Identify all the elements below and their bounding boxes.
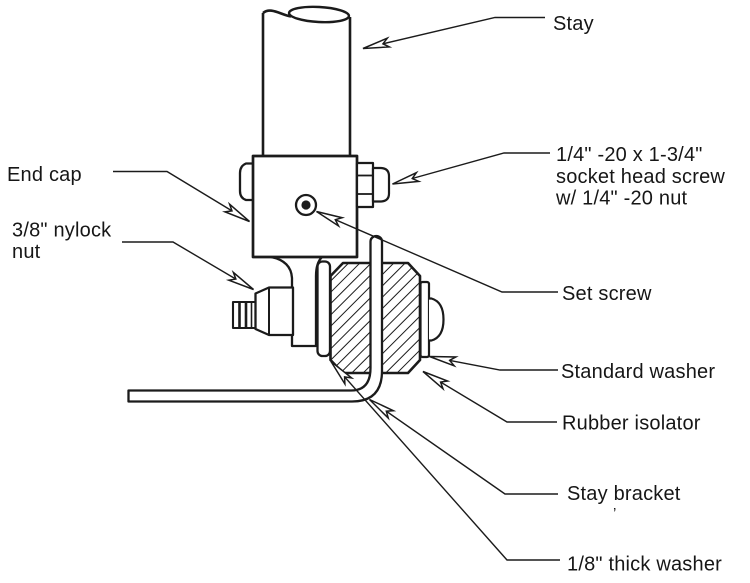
end-cap-side-boss (238, 162, 253, 202)
leader-thick-washer (330, 360, 560, 561)
leader-rubber-isolator (422, 370, 557, 423)
label-nylock-line1: 3/8" nylock (12, 220, 112, 242)
label-socket-screw-line2: socket head screw (556, 166, 725, 188)
leader-set-screw (316, 210, 558, 293)
leader-end-cap (113, 170, 250, 223)
leader-stay-bracket (368, 398, 558, 495)
label-end-cap: End cap (7, 164, 82, 186)
stay-tube (261, 5, 352, 156)
label-stray-mark: ’ (613, 505, 617, 522)
label-stay: Stay (553, 13, 594, 35)
label-socket-screw-line3: w/ 1/4" -20 nut (555, 188, 688, 210)
threaded-stud (231, 300, 258, 330)
leader-socket-screw (392, 152, 550, 185)
tube-opening (287, 5, 351, 24)
leader-standard-washer (429, 355, 558, 371)
set-screw-hole (294, 193, 318, 217)
label-socket-screw-line1: 1/4" -20 x 1-3/4" (556, 144, 703, 166)
standard-washer-plate (419, 280, 431, 359)
stay-bracket-strip (127, 234, 384, 403)
leader-stay (362, 16, 545, 50)
screw-nut-dome (429, 297, 445, 342)
thick-washer-plate (316, 260, 332, 358)
socket-head-screw (355, 161, 391, 209)
label-set-screw: Set screw (562, 283, 652, 305)
label-stay-bracket: Stay bracket (567, 483, 681, 505)
label-nylock-line2: nut (12, 241, 41, 263)
label-standard-washer: Standard washer (561, 361, 715, 383)
leader-nylock-nut (122, 241, 254, 291)
label-thick-washer: 1/8" thick washer (567, 554, 722, 576)
label-rubber-isolator: Rubber isolator (562, 413, 701, 435)
nylock-nut (231, 286, 295, 337)
leader-lines (113, 16, 560, 561)
